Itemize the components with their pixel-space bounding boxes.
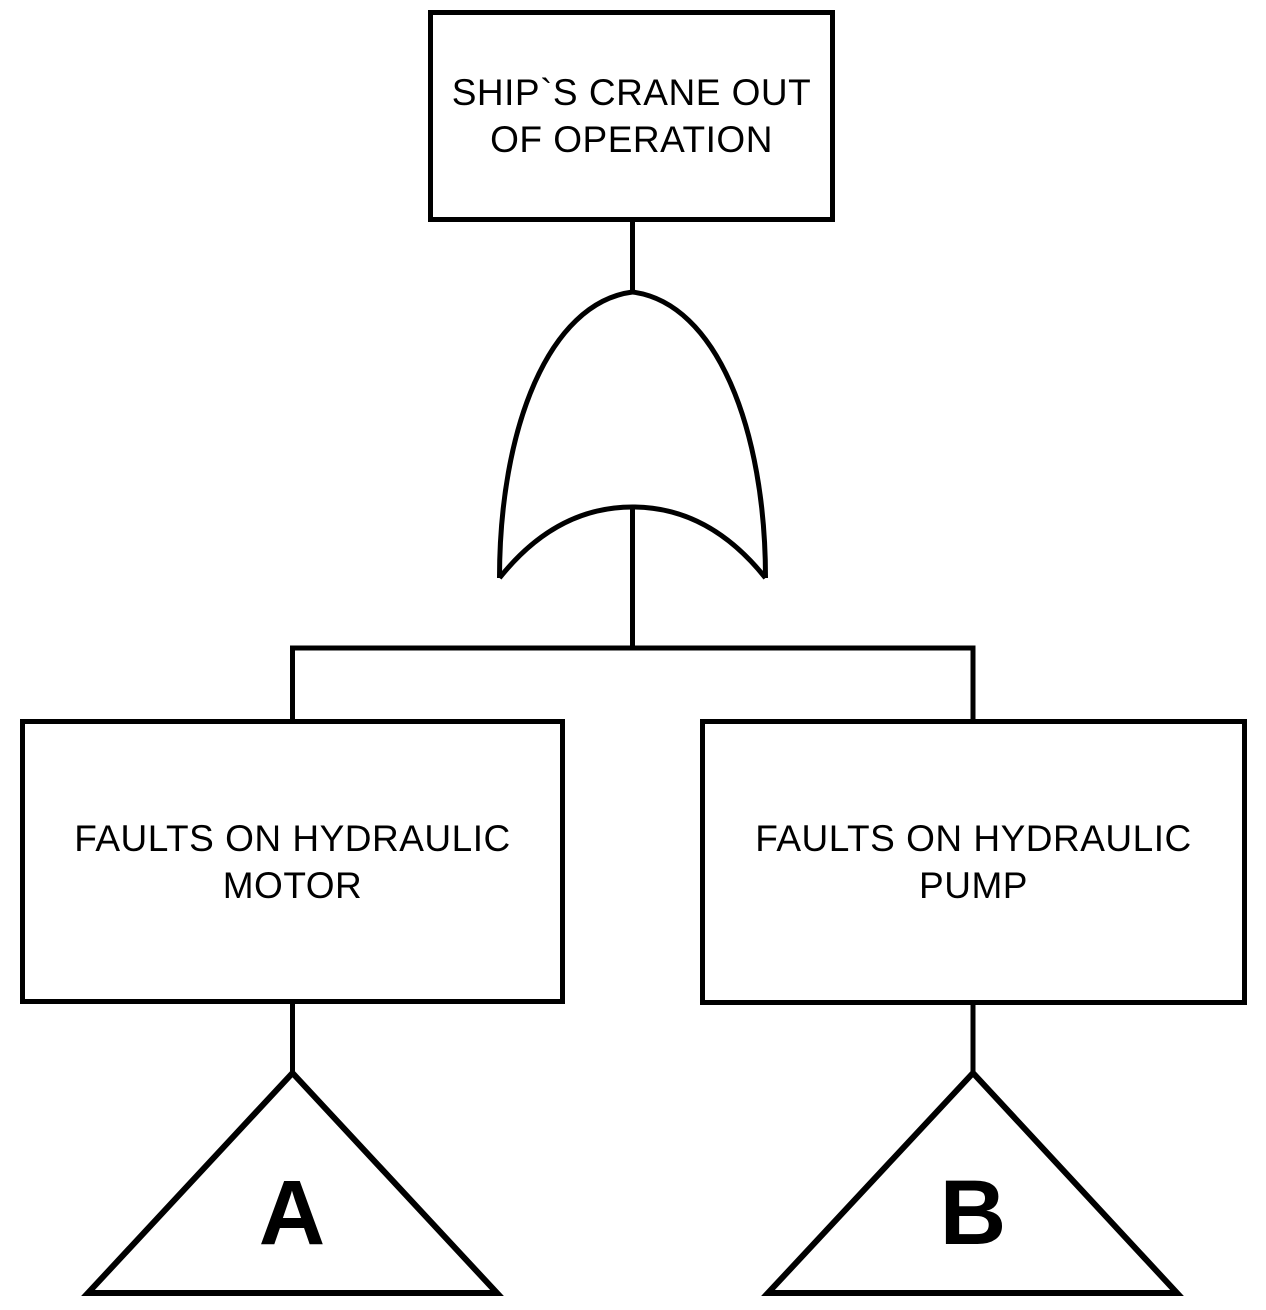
left-event-box: FAULTS ON HYDRAULIC MOTOR: [20, 719, 565, 1004]
or-gate-right-arc: [632, 289, 768, 579]
right-event-text-line1: FAULTS ON HYDRAULIC: [755, 818, 1192, 859]
left-event-text-line2: MOTOR: [222, 864, 363, 906]
transfer-b-icon: [761, 1068, 1184, 1296]
transfer-a-icon: [81, 1068, 504, 1296]
transfer-b-label: B: [939, 1162, 1007, 1264]
transfer-a-label: A: [258, 1162, 326, 1264]
right-event-text-line2: PUMP: [919, 865, 1028, 906]
right-event-box: FAULTS ON HYDRAULIC PUMP: [700, 719, 1247, 1005]
or-gate-left-arc: [497, 289, 633, 579]
top-event-box: SHIP`S CRANE OUT OF OPERATION: [428, 10, 835, 222]
top-event-text-line1: SHIP`S CRANE OUT: [451, 72, 812, 113]
top-event-text-line2: OF OPERATION: [490, 119, 773, 160]
left-event-text-line1: FAULTS ON HYDRAULIC: [74, 817, 511, 859]
